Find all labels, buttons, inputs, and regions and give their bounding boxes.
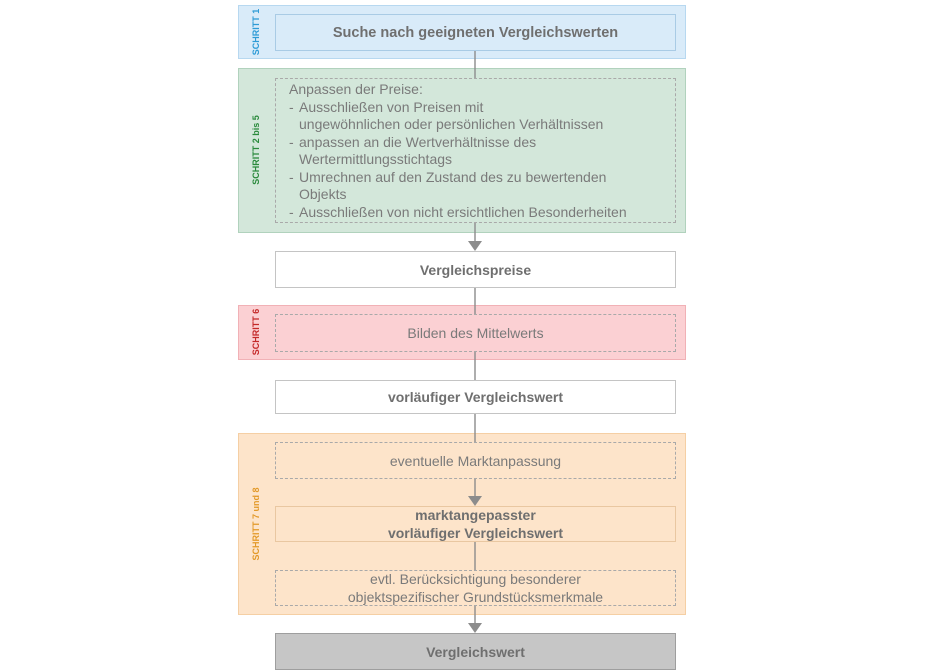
list-item: Ausschließen von Preisen mit ungewöhnlic… [289,99,675,134]
arrow-down-icon [468,623,482,633]
list-item: anpassen an die Wertverhältnisse des Wer… [289,134,675,169]
price-adjustment-heading: Anpassen der Preise: [289,81,423,97]
search-comparison-values-box: Suche nach geeigneten Vergleichswerten [275,14,676,51]
list-item: Ausschließen von nicht ersichtlichen Bes… [289,204,675,222]
special-characteristics-box: evtl. Berücksichtigung besonderer objekt… [275,570,676,606]
market-adjusted-value-box: marktangepasster vorläufiger Vergleichsw… [275,506,676,542]
step-7-8-panel [238,433,686,615]
arrow-down-icon [468,241,482,251]
final-comparison-value-box: Vergleichswert [275,633,676,670]
comparison-prices-box: Vergleichspreise [275,251,676,288]
price-adjustment-box: Anpassen der Preise: Ausschließen von Pr… [275,78,676,223]
arrow-down-icon [468,496,482,506]
preliminary-comparison-value-box: vorläufiger Vergleichswert [275,380,676,414]
market-adjustment-box: eventuelle Marktanpassung [275,442,676,479]
mean-value-box: Bilden des Mittelwerts [275,314,676,352]
list-item: Umrechnen auf den Zustand des zu bewerte… [289,169,675,204]
